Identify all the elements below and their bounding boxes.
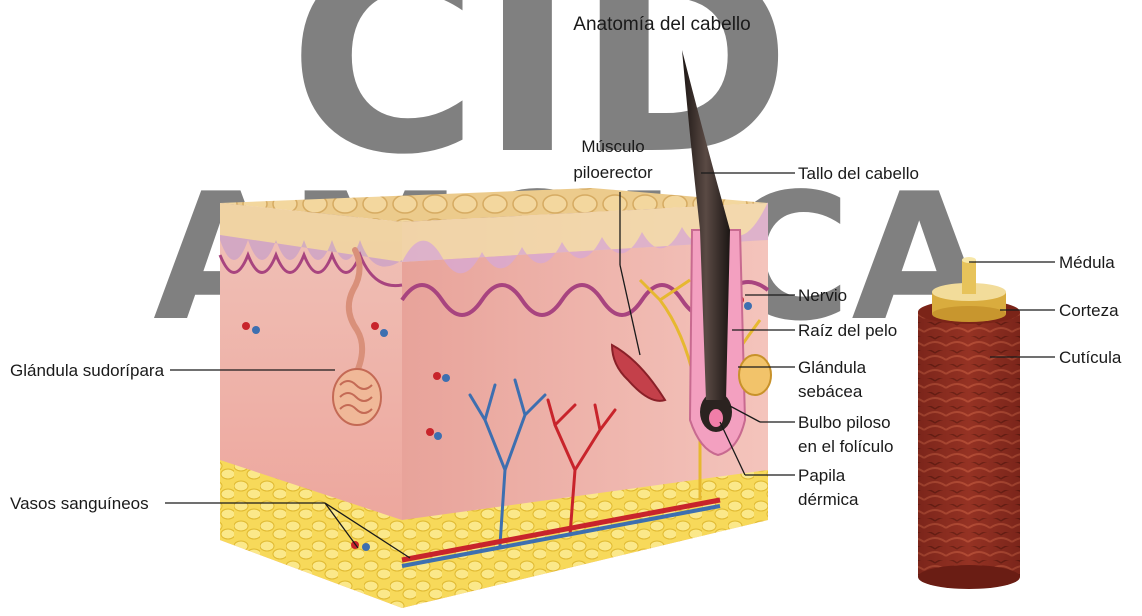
label-glandula-seb-2: sebácea — [798, 382, 863, 401]
label-nervio: Nervio — [798, 286, 847, 305]
label-corteza: Corteza — [1059, 301, 1119, 320]
diagram-title: Anatomía del cabello — [573, 14, 750, 35]
label-musculo-1: Músculo — [581, 137, 644, 156]
label-bulbo-1: Bulbo piloso — [798, 413, 891, 432]
skin-block — [220, 188, 771, 608]
label-vasos: Vasos sanguíneos — [10, 494, 149, 513]
cuticle-shading — [918, 312, 1020, 577]
label-glandula-seb-1: Glándula — [798, 358, 867, 377]
label-musculo-2: piloerector — [573, 163, 653, 182]
label-raiz: Raíz del pelo — [798, 321, 897, 340]
medulla-body — [962, 260, 976, 294]
label-glandula-sud: Glándula sudorípara — [10, 361, 165, 380]
label-cuticula: Cutícula — [1059, 348, 1122, 367]
label-papila-1: Papila — [798, 466, 846, 485]
label-tallo: Tallo del cabello — [798, 164, 919, 183]
label-bulbo-2: en el folículo — [798, 437, 893, 456]
hair-strand-section — [918, 257, 1020, 589]
sebaceous-gland — [739, 355, 771, 395]
cuticle-base — [918, 565, 1020, 589]
cortex-bottom — [932, 306, 1006, 322]
label-papila-2: dérmica — [798, 490, 859, 509]
label-medula: Médula — [1059, 253, 1115, 272]
